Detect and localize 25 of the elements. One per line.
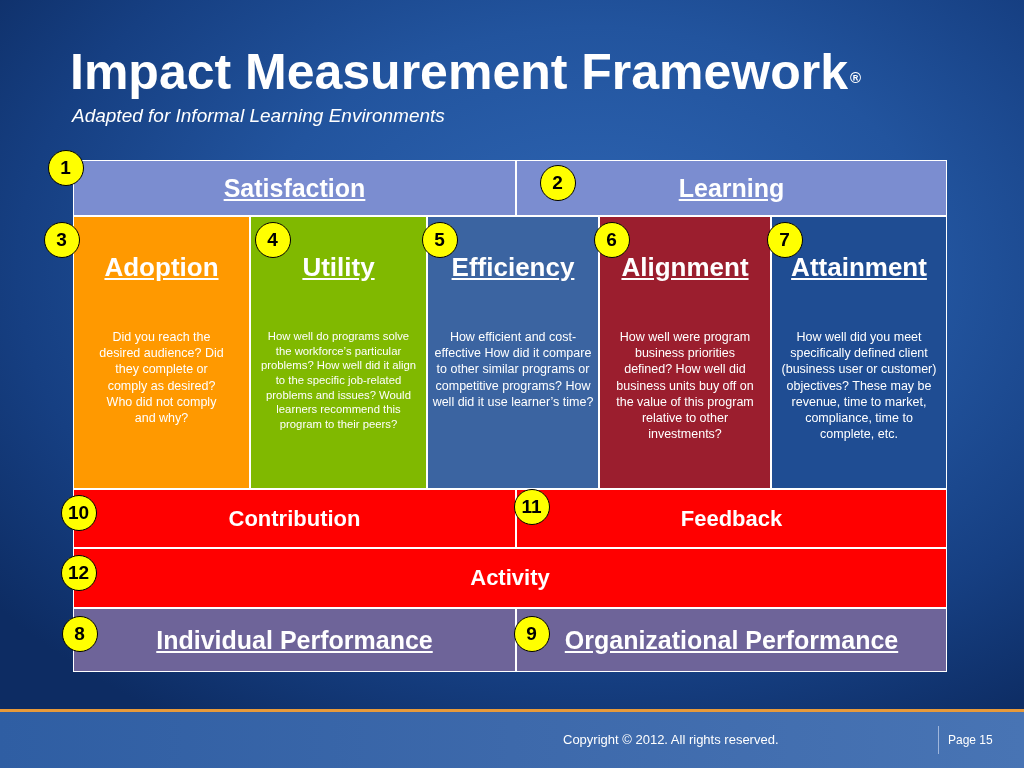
category-box xyxy=(250,216,427,489)
heading: Satisfaction xyxy=(223,173,366,203)
heading: Adoption xyxy=(104,253,219,283)
copyright-notice: Copyright © 2012. All rights reserved. xyxy=(563,732,779,748)
heading: Contribution xyxy=(228,505,361,532)
question-text: How efficient and cost-effective How did it compare to other similar programs or competitive programs? How well did it use learner’s time? xyxy=(431,328,595,411)
question-text: How well do programs solve the workforce’s particular problems? How well did it align to the specific job-related problems and issues? Would learners recommend this program to their peers? xyxy=(259,328,418,432)
slide-title: Impact Measurement Framework$^{®}$ xyxy=(70,43,862,102)
heading: Organizational Performance xyxy=(564,625,899,655)
category-box xyxy=(516,608,947,672)
heading: Learning xyxy=(678,173,785,203)
heading: Individual Performance xyxy=(156,625,433,655)
subtitle: Adapted for Informal Learning Environments xyxy=(72,104,445,128)
page-number: Page 15 xyxy=(948,732,993,748)
heading: Utility xyxy=(302,253,375,283)
callout-number: 4 xyxy=(254,221,291,258)
question-text: How well were program business priorities defined? How well did business units buy off on the value of this program relative to other investments? xyxy=(615,328,755,443)
question-text: Did you reach the desired audience? Did they complete or comply as desired? Who did not comply and why? xyxy=(98,328,225,427)
category-box xyxy=(516,489,947,548)
category-box xyxy=(516,160,947,216)
callout-number: 2 xyxy=(539,164,576,201)
heading: Activity xyxy=(470,565,550,591)
callout-number: 9 xyxy=(513,615,550,652)
question-text: How well did you meet specifically defined client (business user or customer) objectives? These may be revenue, time to market, compliance, time to complete, etc. xyxy=(780,328,938,443)
heading: Feedback xyxy=(680,505,783,532)
